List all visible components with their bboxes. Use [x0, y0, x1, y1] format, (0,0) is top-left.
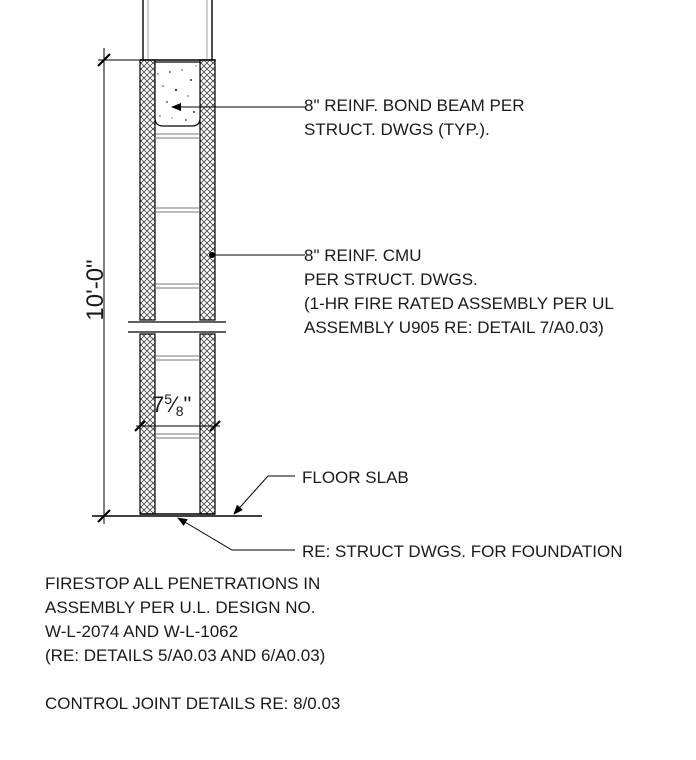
width-inch-mark: ": [184, 392, 192, 417]
floor-slab-callout: FLOOR SLAB: [302, 468, 409, 487]
width-numerator: 5: [164, 391, 172, 407]
width-dimension: [134, 420, 221, 432]
cmu-wall-lower: [139, 333, 216, 515]
foundation-leader: [177, 517, 295, 551]
cmu-leader-dot: [209, 252, 215, 258]
firestop-note-line-3: W-L-2074 AND W-L-1062: [45, 622, 239, 641]
floor-slab-leader: [233, 475, 295, 515]
width-denominator: 8: [176, 403, 184, 419]
height-dimension: [97, 48, 216, 524]
height-dimension-label: 10'-0": [82, 259, 109, 320]
bond-beam-callout: 8" REINF. BOND BEAM PER STRUCT. DWGS (TY…: [304, 96, 529, 139]
foundation-callout: RE: STRUCT DWGS. FOR FOUNDATION: [302, 542, 622, 561]
break-lines: [128, 321, 226, 333]
firestop-note: FIRESTOP ALL PENETRATIONS IN ASSEMBLY PE…: [45, 572, 325, 668]
firestop-note-line-4: (RE: DETAILS 5/A0.03 AND 6/A0.03): [45, 646, 326, 665]
firestop-note-line-1: FIRESTOP ALL PENETRATIONS IN: [45, 574, 321, 593]
wall-above: [142, 0, 213, 60]
cmu-callout: 8" REINF. CMU PER STRUCT. DWGS. (1-HR FI…: [304, 246, 618, 337]
firestop-note-line-2: ASSEMBLY PER U.L. DESIGN NO.: [45, 598, 316, 617]
bond-beam: [154, 61, 201, 127]
width-whole: 7: [152, 392, 164, 417]
control-joint-note: CONTROL JOINT DETAILS RE: 8/0.03: [45, 694, 341, 713]
width-dimension-label: 75⁄8": [152, 391, 191, 419]
